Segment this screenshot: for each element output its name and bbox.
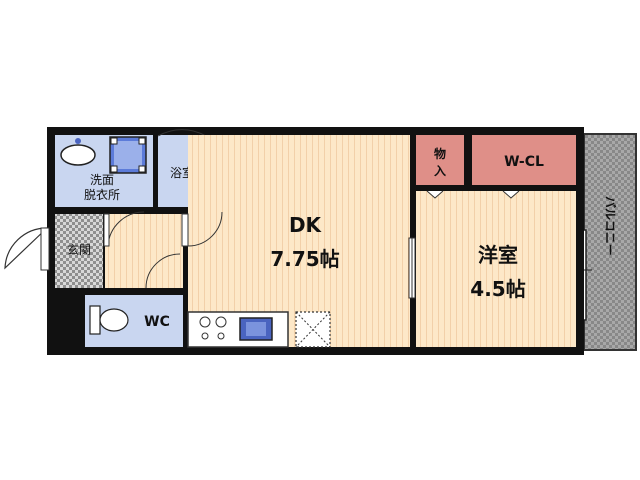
western-label-size: 4.5帖 — [470, 277, 525, 301]
sink-icon — [60, 144, 96, 166]
storage: 物 入 — [416, 135, 464, 185]
dk-label-size: 7.75帖 — [270, 247, 339, 271]
western-label-name: 洋室 — [478, 243, 518, 267]
walk-in-closet: W-CL — [472, 135, 576, 185]
washroom: 洗面 脱衣所 — [55, 135, 153, 207]
entrance: 玄関 — [4, 214, 103, 288]
toilet-icon — [89, 305, 101, 335]
dining-kitchen: DK 7.75帖 — [181, 135, 410, 348]
toilet-label: WC — [144, 314, 170, 330]
wcl-label: W-CL — [504, 154, 544, 170]
dk-label-name: DK — [289, 213, 323, 237]
storage-label-line2: 入 — [434, 164, 446, 178]
storage-label-line1: 物 — [434, 146, 446, 161]
sliding-door — [408, 237, 416, 299]
entrance-label: 玄関 — [67, 242, 91, 257]
western-room: 洋室 4.5帖 — [416, 190, 576, 347]
entrance-door-swing — [4, 227, 49, 270]
stove-icon — [199, 316, 227, 340]
balcony-label: バルコニー — [603, 196, 617, 256]
washroom-label-line1: 洗面 — [90, 173, 114, 187]
hallway — [103, 211, 183, 289]
washroom-label-line2: 脱衣所 — [84, 187, 120, 202]
toilet-room: WC — [85, 295, 183, 347]
